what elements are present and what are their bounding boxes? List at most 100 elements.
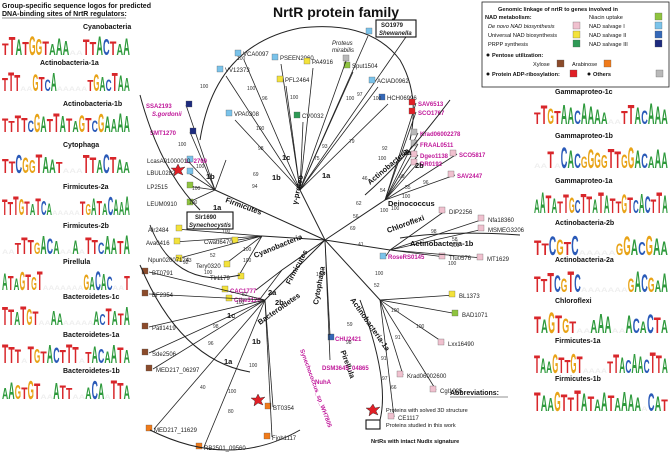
tree-branch: [389, 228, 485, 251]
logo-letter: T: [66, 386, 73, 403]
leaf-label: S.gordonii: [152, 112, 182, 118]
logo-letter: T: [21, 384, 28, 403]
logo-letter: A: [15, 35, 22, 60]
leaf-label: CHU2421: [335, 337, 362, 343]
tree-branch: [299, 35, 369, 191]
logo-letter: A: [661, 316, 668, 337]
logo-letter: T: [85, 114, 91, 137]
logo-letter: A: [47, 200, 52, 219]
tree-branch: [264, 299, 274, 408]
logo-letter: T: [13, 191, 19, 221]
logo-letter: T: [90, 39, 97, 59]
leaf-label: BT0354: [273, 406, 295, 412]
logo-letter: A: [608, 250, 615, 257]
leaf-color-square: [189, 127, 197, 135]
clade-label: 2b: [275, 298, 284, 307]
bootstrap-value: 100: [236, 300, 245, 306]
bootstrap-value: 96: [423, 180, 429, 186]
logo-letter: G: [548, 307, 555, 340]
logo-letter: A: [63, 86, 70, 93]
logo-letter: T: [534, 387, 541, 417]
bootstrap-value: 100: [451, 243, 460, 249]
bootstrap-value: 46: [362, 176, 368, 182]
leaf-label: MED217_11629: [154, 428, 198, 434]
logo-letter: A: [546, 358, 552, 377]
logo-letter: A: [648, 153, 655, 172]
logo-letter: C: [15, 151, 22, 179]
right-logo-label: Actinobacteria-2a: [555, 257, 614, 264]
logo-letter: T: [83, 35, 90, 60]
legend-label: NAD salvage II: [589, 33, 627, 39]
leaf-label: SMT1270: [150, 131, 177, 137]
logo-letter: C: [574, 150, 581, 173]
logo-letter: A: [76, 50, 83, 57]
logo-letter: C: [107, 274, 113, 295]
logo-letter: A: [635, 103, 642, 130]
logo-letter: A: [594, 287, 601, 294]
logo-letter: A: [79, 358, 86, 365]
logo-letter: A: [53, 238, 59, 258]
leaf-label: VCA0097: [243, 52, 269, 58]
logo-letter: A: [76, 168, 83, 175]
leaf-label: Cgl1025: [440, 389, 463, 395]
logo-letter: G: [562, 315, 569, 338]
logo-letter: T: [608, 143, 615, 174]
actino1a-arc: [359, 299, 383, 421]
leaf-color-square: [186, 181, 194, 189]
bootstrap-value: 91: [395, 335, 401, 341]
logo-letter: A: [87, 320, 94, 327]
leaf-label: Ava0416: [146, 241, 170, 247]
logo-letter: A: [30, 202, 35, 219]
tree-branch: [186, 171, 216, 191]
logo-letter: G: [34, 110, 40, 138]
clade-label: Actinobacteria-1a: [348, 296, 392, 353]
clade-label: Actinobacteria-1b: [410, 239, 474, 248]
logo-letter: A: [541, 316, 548, 338]
logo-letter: G: [601, 151, 608, 172]
logo-letter: A: [102, 200, 107, 219]
clade-label: 1b: [252, 337, 261, 346]
logo-letter: A: [619, 353, 625, 378]
leaf-color-square: [343, 61, 351, 69]
left-header-line1: Group-specific sequence logos for predic…: [2, 3, 151, 10]
logo-letter: T: [614, 147, 621, 174]
logo-letter: T: [72, 342, 78, 368]
logo-letter: T: [117, 238, 123, 258]
tree-branch: [255, 269, 283, 291]
bootstrap-value: 75: [314, 156, 320, 162]
tree-branch: [153, 299, 266, 430]
legend-swatch: [654, 12, 663, 21]
logo-letter: G: [83, 270, 89, 295]
leaf-label: Patl1419: [152, 326, 176, 332]
leaf-color-square: [225, 109, 233, 117]
logo-letter: T: [85, 233, 91, 260]
leaf-label: DR0192: [420, 162, 443, 168]
left-logo-label: Actinobacteria-1a: [40, 60, 99, 67]
logo-letter: G: [26, 304, 32, 330]
logo-letter: T: [555, 311, 562, 339]
bootstrap-value: 100: [375, 271, 384, 277]
leaf-color-square: [276, 75, 284, 83]
logo-letter: A: [576, 328, 583, 335]
tree-branch: [384, 162, 419, 201]
logo-letter: A: [85, 384, 91, 403]
logo-letter: A: [551, 195, 557, 218]
logo-letter: A: [631, 235, 638, 260]
logo-letter: A: [581, 389, 588, 417]
legend-swatch: [603, 59, 612, 68]
clade-label: 1a: [213, 203, 222, 212]
logo-letter: A: [47, 394, 54, 401]
logo-letter: A: [2, 249, 9, 256]
right-logo-label: Firmicutes-1b: [555, 376, 601, 383]
logo-letter: T: [564, 238, 571, 259]
leaf-color-square: [448, 290, 456, 298]
